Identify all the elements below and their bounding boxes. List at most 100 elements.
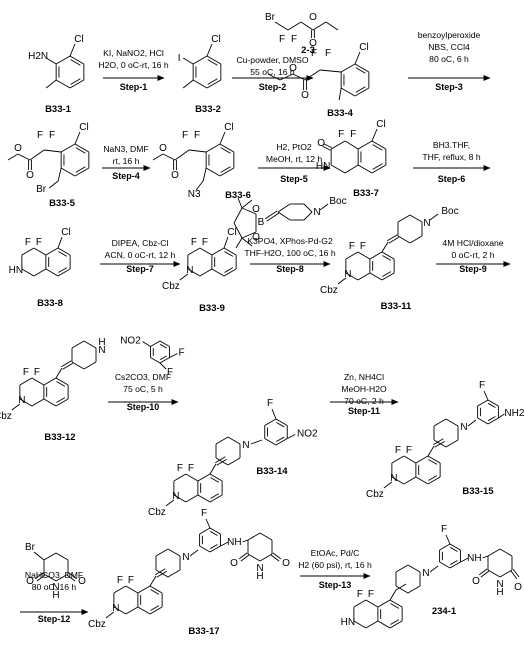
bond	[340, 63, 356, 73]
bond	[397, 214, 411, 223]
bond	[224, 251, 234, 257]
bond	[199, 268, 213, 277]
bond	[428, 459, 438, 465]
step-name: Step-5	[280, 174, 308, 184]
bond	[209, 473, 223, 482]
bond	[482, 555, 489, 559]
bond	[206, 79, 222, 89]
cbz-group: Cbz	[0, 411, 12, 422]
bond	[427, 455, 441, 464]
bond	[43, 377, 57, 386]
fluoro: F	[178, 348, 184, 359]
step-condition: benzoylperoxide	[418, 30, 481, 40]
bond	[167, 548, 181, 557]
bond	[428, 475, 438, 481]
bond	[219, 143, 235, 153]
nitrogen: N	[423, 218, 430, 229]
bond	[357, 140, 373, 150]
oxygen: O	[159, 143, 167, 154]
fluoro: F	[49, 130, 55, 141]
bond	[43, 552, 57, 561]
step-name: Step-9	[459, 264, 487, 274]
bond	[224, 267, 234, 273]
hydrogen: H	[98, 337, 105, 348]
fluoro: F	[311, 48, 317, 59]
bond	[387, 234, 398, 242]
oxygen: O	[309, 12, 317, 23]
bond	[372, 144, 383, 151]
carbonyl-oxygen: O	[282, 558, 290, 569]
bond	[162, 153, 176, 161]
bond	[499, 569, 513, 578]
bond	[209, 530, 218, 536]
bond	[276, 422, 285, 428]
step-condition: ACN, 0 oC-rt, 12 h	[105, 250, 176, 260]
bond	[45, 79, 57, 89]
bond	[344, 140, 359, 150]
carbonyl-oxygen: O	[78, 576, 86, 587]
bond	[365, 599, 379, 608]
bromo: Br	[25, 542, 36, 553]
bond	[199, 247, 213, 256]
bond	[271, 408, 277, 420]
bond	[259, 553, 273, 562]
step-name: Step-11	[348, 406, 380, 416]
bond	[390, 603, 400, 609]
bond	[43, 398, 57, 407]
nitrogen: N	[18, 395, 25, 406]
bond	[207, 78, 218, 85]
bond	[371, 128, 378, 142]
bond	[264, 438, 277, 446]
bond	[58, 251, 68, 257]
nitrogen: N	[52, 582, 59, 593]
bond	[483, 390, 489, 401]
bond	[209, 494, 223, 503]
bond	[159, 362, 167, 370]
bond	[272, 552, 282, 560]
bond	[445, 418, 459, 427]
bond	[241, 199, 253, 209]
bond	[477, 399, 489, 407]
bond	[275, 418, 288, 426]
bond	[477, 417, 489, 425]
bond	[74, 143, 90, 153]
bond	[60, 143, 76, 153]
bond	[29, 149, 45, 161]
step-condition: 0 oC-rt, 2 h	[452, 250, 495, 260]
chloro: Cl	[79, 122, 88, 133]
bond	[382, 271, 392, 277]
bond	[219, 131, 226, 145]
cbz-group: Cbz	[366, 489, 384, 500]
nitrogen: N	[313, 207, 320, 218]
nitrogen: N	[460, 422, 467, 433]
bond	[233, 222, 243, 239]
compound-label-234-1: 234-1	[432, 606, 457, 617]
bond	[247, 553, 261, 562]
fluoro: F	[291, 34, 297, 45]
fluoro: F	[177, 463, 183, 474]
bond	[173, 494, 187, 503]
bond	[159, 357, 170, 364]
compound-label-B33-17: B33-17	[188, 626, 219, 637]
bond	[169, 353, 178, 358]
fluoro: F	[201, 508, 207, 519]
bond	[189, 549, 199, 557]
bond	[487, 416, 496, 422]
step-condition: EtOAc, Pd/C	[311, 548, 360, 558]
bond	[57, 268, 71, 277]
bond	[449, 546, 458, 552]
bond	[415, 455, 429, 464]
bond	[292, 73, 306, 81]
bond	[159, 340, 170, 347]
bond	[174, 149, 190, 161]
compound-label-B33-1: B33-1	[45, 104, 72, 115]
bond	[391, 476, 405, 485]
fluoro: F	[36, 237, 42, 248]
nitrogen: N	[172, 491, 179, 502]
boc-group: Boc	[441, 206, 458, 217]
fluoro: F	[338, 129, 344, 140]
bond	[68, 572, 78, 580]
bond	[31, 398, 45, 407]
bond	[433, 418, 447, 427]
bond	[197, 494, 211, 503]
